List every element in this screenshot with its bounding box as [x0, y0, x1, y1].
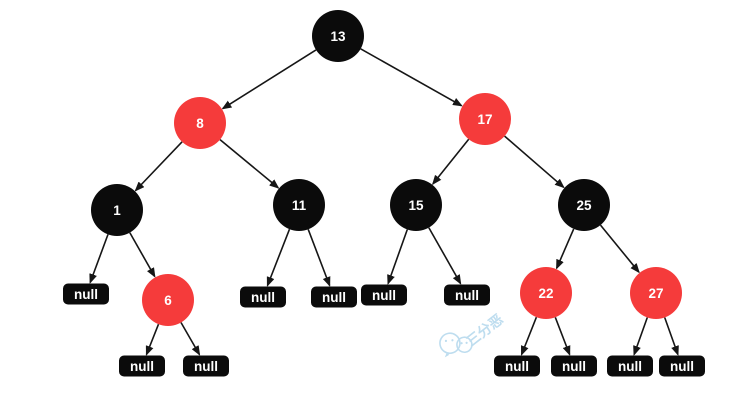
edge-11-to-null-11-right [307, 229, 331, 287]
wechat-icon [439, 332, 473, 358]
tree-node-6: 6 [142, 274, 194, 326]
node-label: null [670, 359, 694, 374]
node-label: 11 [292, 198, 307, 213]
wechat-eye [465, 341, 468, 344]
node-label: null [251, 290, 275, 305]
null-leaf-null-15-left: null [361, 284, 407, 306]
wechat-bubble-large [439, 332, 461, 355]
node-label: null [455, 288, 479, 303]
null-leaf-null-6-left: null [119, 355, 165, 377]
null-box [119, 355, 165, 377]
null-leaf-null-11-right: null [311, 286, 357, 308]
wechat-bubble-tail [444, 352, 450, 358]
edge-11-to-null-11-left [266, 228, 291, 287]
node-label: 15 [408, 198, 424, 213]
watermark: 三分恶 [439, 311, 506, 358]
null-box [607, 355, 653, 377]
node-label: 22 [538, 286, 553, 301]
null-leaf-null-11-left: null [240, 286, 286, 308]
edge-1-to-null-1-left [89, 234, 109, 284]
edge-17-to-25 [504, 135, 565, 189]
node-circle [312, 10, 364, 62]
node-label: 27 [648, 286, 663, 301]
node-label: 6 [164, 293, 172, 308]
edge-8-to-11 [219, 138, 280, 189]
edge-13-to-8 [221, 49, 317, 110]
node-label: 8 [196, 116, 204, 131]
node-circle [142, 274, 194, 326]
edge-25-to-27 [599, 224, 640, 274]
tree-node-22: 22 [520, 267, 572, 319]
edge-25-to-22 [555, 228, 575, 270]
node-label: 1 [113, 203, 121, 218]
tree-node-11: 11 [273, 179, 325, 231]
node-circle [558, 179, 610, 231]
node-label: 13 [330, 29, 346, 44]
null-leaf-null-1-left: null [63, 283, 109, 305]
node-label: null [194, 359, 218, 374]
null-leaf-null-6-right: null [183, 355, 229, 377]
null-box [183, 355, 229, 377]
node-label: null [322, 290, 346, 305]
tree-node-25: 25 [558, 179, 610, 231]
null-leaf-null-15-right: null [444, 284, 490, 306]
wechat-eye [451, 339, 454, 342]
node-label: null [74, 287, 98, 302]
null-box [311, 286, 357, 308]
wechat-eye [460, 342, 463, 345]
edge-15-to-null-15-right [428, 227, 462, 285]
wechat-eye [444, 339, 448, 342]
null-box [240, 286, 286, 308]
null-box [659, 355, 705, 377]
node-label: null [618, 359, 642, 374]
edge-8-to-1 [134, 141, 183, 192]
edge-17-to-15 [431, 138, 470, 186]
tree-node-13: 13 [312, 10, 364, 62]
null-leaf-null-22-right: null [551, 355, 597, 377]
node-circle [174, 97, 226, 149]
edge-22-to-null-22-left [520, 316, 538, 356]
edge-27-to-null-27-left [633, 317, 649, 356]
edge-6-to-null-6-right [180, 322, 201, 356]
node-circle [459, 93, 511, 145]
null-box [444, 284, 490, 306]
node-circle [273, 179, 325, 231]
tree-node-15: 15 [390, 179, 442, 231]
edge-15-to-null-15-left [387, 229, 409, 285]
edge-6-to-null-6-left [145, 323, 160, 356]
node-circle [520, 267, 572, 319]
null-leaf-null-22-left: null [494, 355, 540, 377]
edge-22-to-null-22-right [554, 317, 571, 356]
node-label: null [372, 288, 396, 303]
null-box [63, 283, 109, 305]
tree-node-17: 17 [459, 93, 511, 145]
node-circle [91, 184, 143, 236]
node-label: 17 [477, 112, 492, 127]
node-label: 25 [576, 198, 592, 213]
node-label: null [505, 359, 529, 374]
tree-node-8: 8 [174, 97, 226, 149]
edge-27-to-null-27-right [663, 317, 679, 356]
node-circle [390, 179, 442, 231]
wechat-bubble-small [456, 336, 473, 354]
tree-edges [89, 48, 679, 356]
null-box [494, 355, 540, 377]
tree-node-27: 27 [630, 267, 682, 319]
tree-node-1: 1 [91, 184, 143, 236]
null-leaf-null-27-left: null [607, 355, 653, 377]
node-label: null [562, 359, 586, 374]
null-box [361, 284, 407, 306]
node-label: null [130, 359, 154, 374]
null-leaf-null-27-right: null [659, 355, 705, 377]
null-box [551, 355, 597, 377]
edge-1-to-6 [129, 232, 156, 278]
edge-13-to-17 [360, 48, 463, 107]
watermark-text: 三分恶 [463, 311, 506, 349]
node-circle [630, 267, 682, 319]
